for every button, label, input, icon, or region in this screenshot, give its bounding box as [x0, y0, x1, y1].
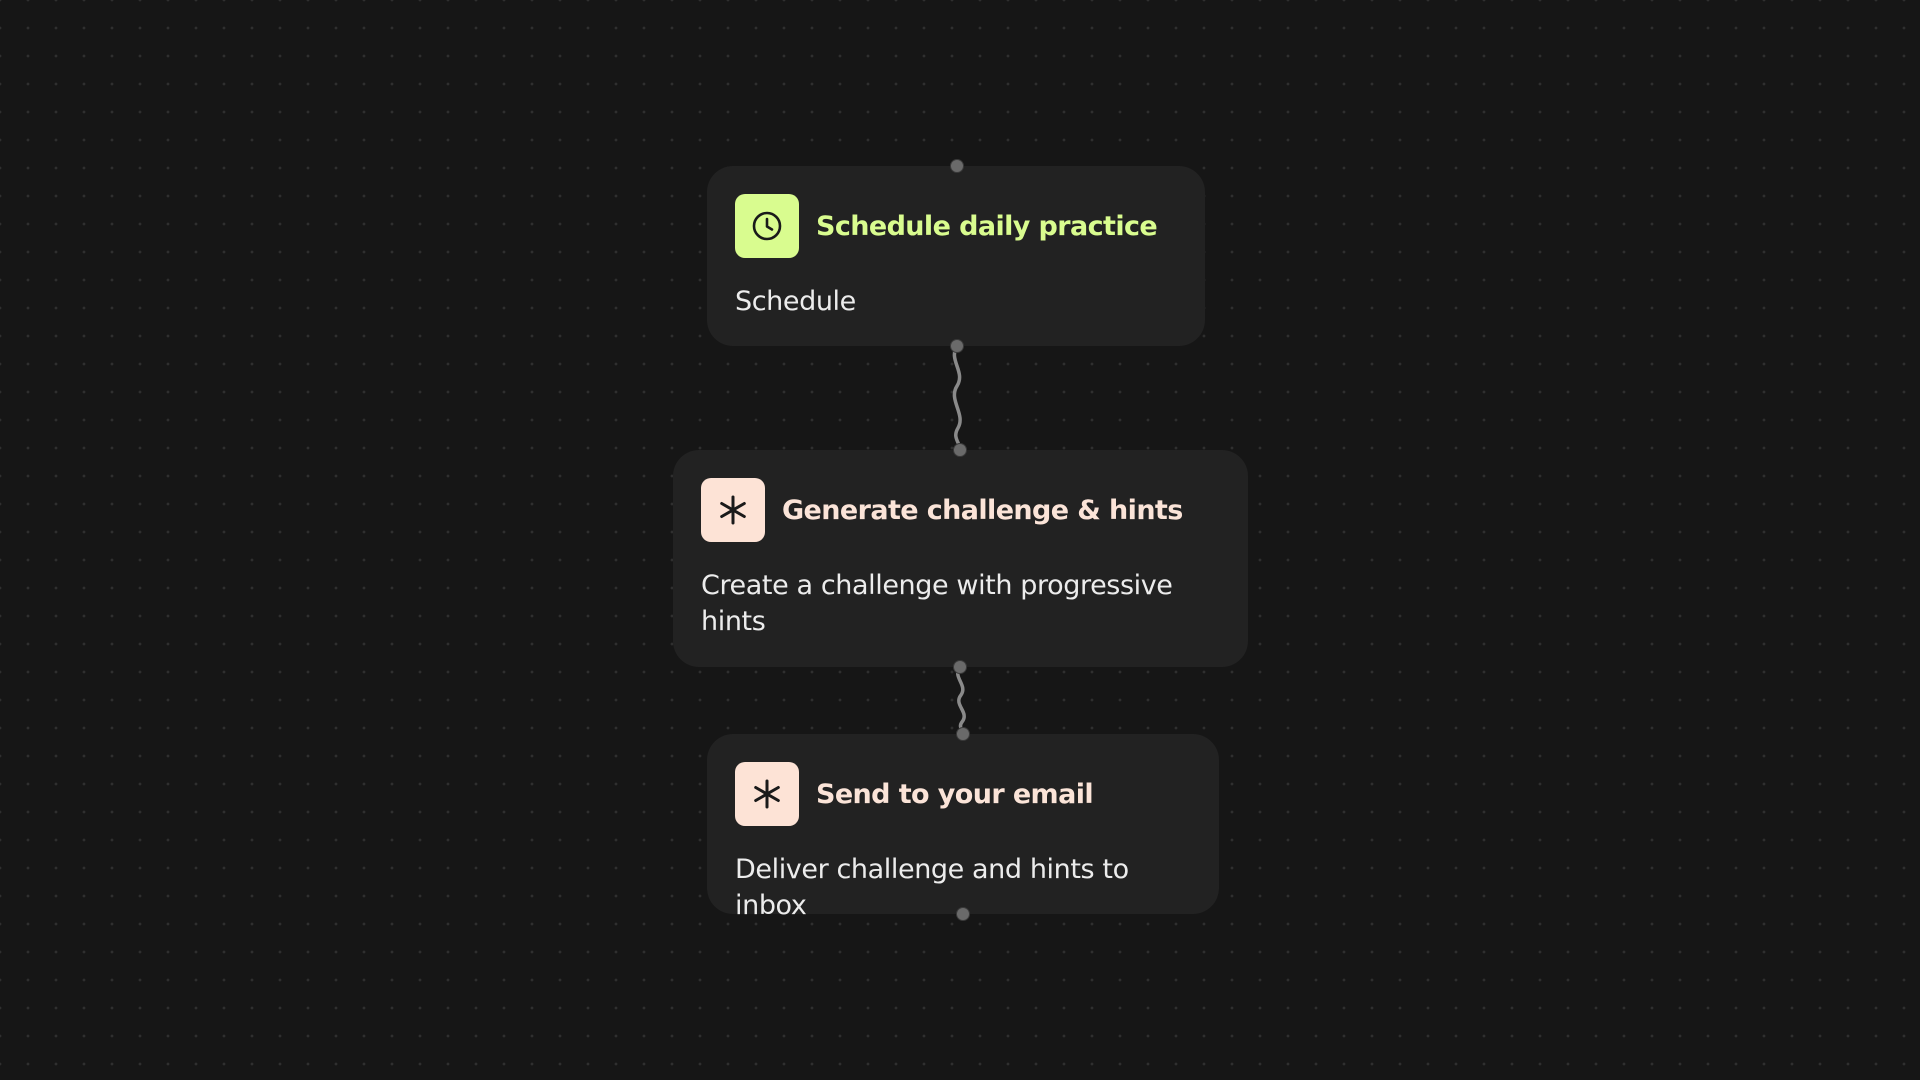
node-header: Schedule daily practice [735, 194, 1158, 258]
output-port[interactable] [956, 907, 970, 921]
node-title: Generate challenge & hints [782, 494, 1183, 526]
node-header: Send to your email [735, 762, 1094, 826]
asterisk-icon [701, 478, 765, 542]
workflow-node-schedule[interactable]: Schedule daily practice Schedule [707, 166, 1205, 346]
input-port[interactable] [956, 727, 970, 741]
asterisk-icon [735, 762, 799, 826]
input-port[interactable] [950, 159, 964, 173]
node-description: Create a challenge with progressive hint… [701, 570, 1173, 637]
node-header: Generate challenge & hints [701, 478, 1183, 542]
connector-edge [956, 665, 966, 736]
node-description: Deliver challenge and hints to inbox [735, 854, 1129, 921]
node-title: Schedule daily practice [816, 210, 1158, 242]
clock-icon [735, 194, 799, 258]
connector-edge [952, 344, 962, 452]
workflow-node-generate[interactable]: Generate challenge & hints Create a chal… [673, 450, 1248, 667]
output-port[interactable] [950, 339, 964, 353]
node-title: Send to your email [816, 778, 1094, 810]
workflow-node-email[interactable]: Send to your email Deliver challenge and… [707, 734, 1219, 921]
output-port[interactable] [953, 660, 967, 674]
node-description: Schedule [735, 286, 856, 317]
input-port[interactable] [953, 443, 967, 457]
